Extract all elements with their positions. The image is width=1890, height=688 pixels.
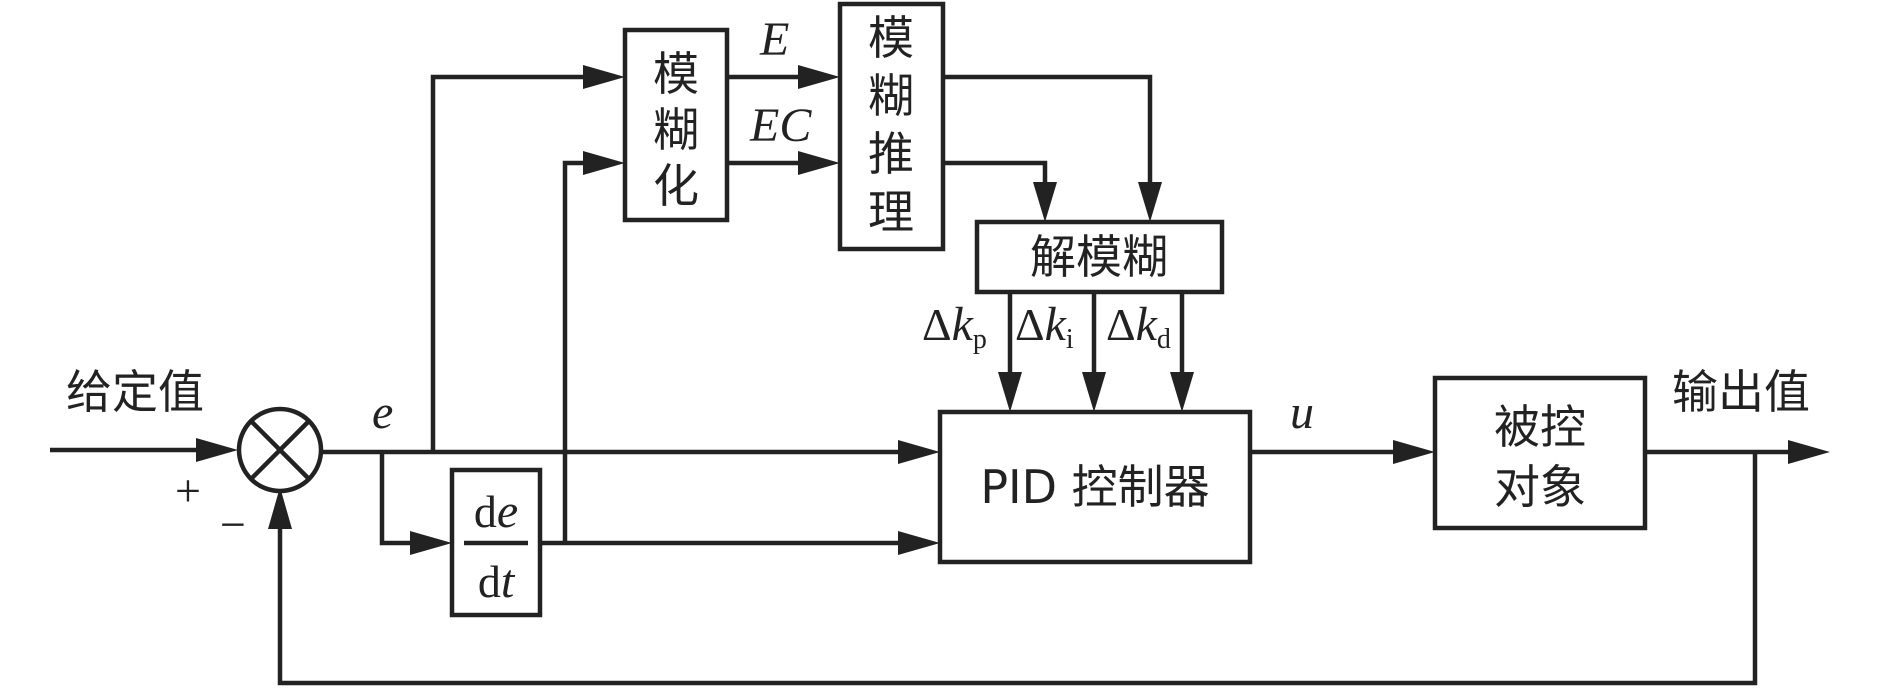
plant-label-line-2: 对象 [1494, 460, 1586, 514]
ki-label: Δki [1015, 298, 1074, 355]
derivative-to-fuzzify-line [562, 160, 585, 543]
input-arrow [196, 438, 238, 462]
derivative-denominator: dt [478, 555, 516, 608]
E-arrow [798, 65, 840, 89]
error-to-fuzzify-arrow [583, 65, 625, 89]
control-arrow [1393, 440, 1435, 464]
derivative-numerator: de [474, 485, 518, 538]
error-label: e [372, 386, 393, 439]
inference-to-defuzz-line-1 [943, 160, 1048, 185]
plant-label-line-1: 被控 [1494, 400, 1586, 454]
inference-char-1: 模 [868, 11, 914, 65]
feedback-line [277, 452, 1758, 686]
inference-char-2: 糊 [868, 69, 914, 123]
feedback-arrow [268, 487, 292, 529]
EC-label: EC [749, 99, 812, 152]
inference-to-defuzz-line-2 [943, 74, 1153, 185]
pid-block [937, 409, 1253, 565]
error-to-derivative-line [379, 452, 412, 546]
summing-junction [236, 406, 324, 494]
error-to-derivative-arrow [410, 531, 452, 555]
fuzzify-block [622, 27, 730, 223]
kp-arrow [998, 372, 1022, 412]
ki-arrow [1082, 372, 1106, 412]
defuzz-block [974, 219, 1225, 295]
derivative-to-pid-arrow [898, 531, 940, 555]
plant-block [1432, 375, 1648, 531]
output-label: 输出值 [1672, 365, 1810, 419]
output-arrow [1788, 440, 1830, 464]
kd-arrow [1170, 372, 1194, 412]
pid-label: PID 控制器 [980, 460, 1209, 514]
control-label: u [1290, 386, 1314, 439]
inference-to-defuzz-arrow-2 [1138, 182, 1162, 222]
defuzz-label: 解模糊 [1030, 230, 1168, 284]
inference-block [837, 1, 946, 252]
fuzzify-char-3: 化 [653, 159, 699, 213]
fuzzify-char-2: 糊 [653, 103, 699, 157]
derivative-to-fuzzify-arrow [583, 151, 625, 175]
kp-label: Δkp [922, 298, 987, 355]
kd-label: Δkd [1106, 298, 1171, 355]
inference-char-3: 推 [868, 127, 914, 181]
E-label: E [759, 13, 789, 66]
plus-sign: + [175, 465, 201, 516]
error-to-pid-arrow [898, 440, 940, 464]
input-label: 给定值 [66, 365, 204, 419]
inference-char-4: 理 [868, 185, 914, 239]
error-to-fuzzify-line [430, 74, 585, 452]
inference-to-defuzz-arrow-1 [1033, 182, 1057, 222]
minus-sign: − [220, 499, 246, 550]
fuzzify-char-1: 模 [653, 47, 699, 101]
EC-arrow [798, 151, 840, 175]
